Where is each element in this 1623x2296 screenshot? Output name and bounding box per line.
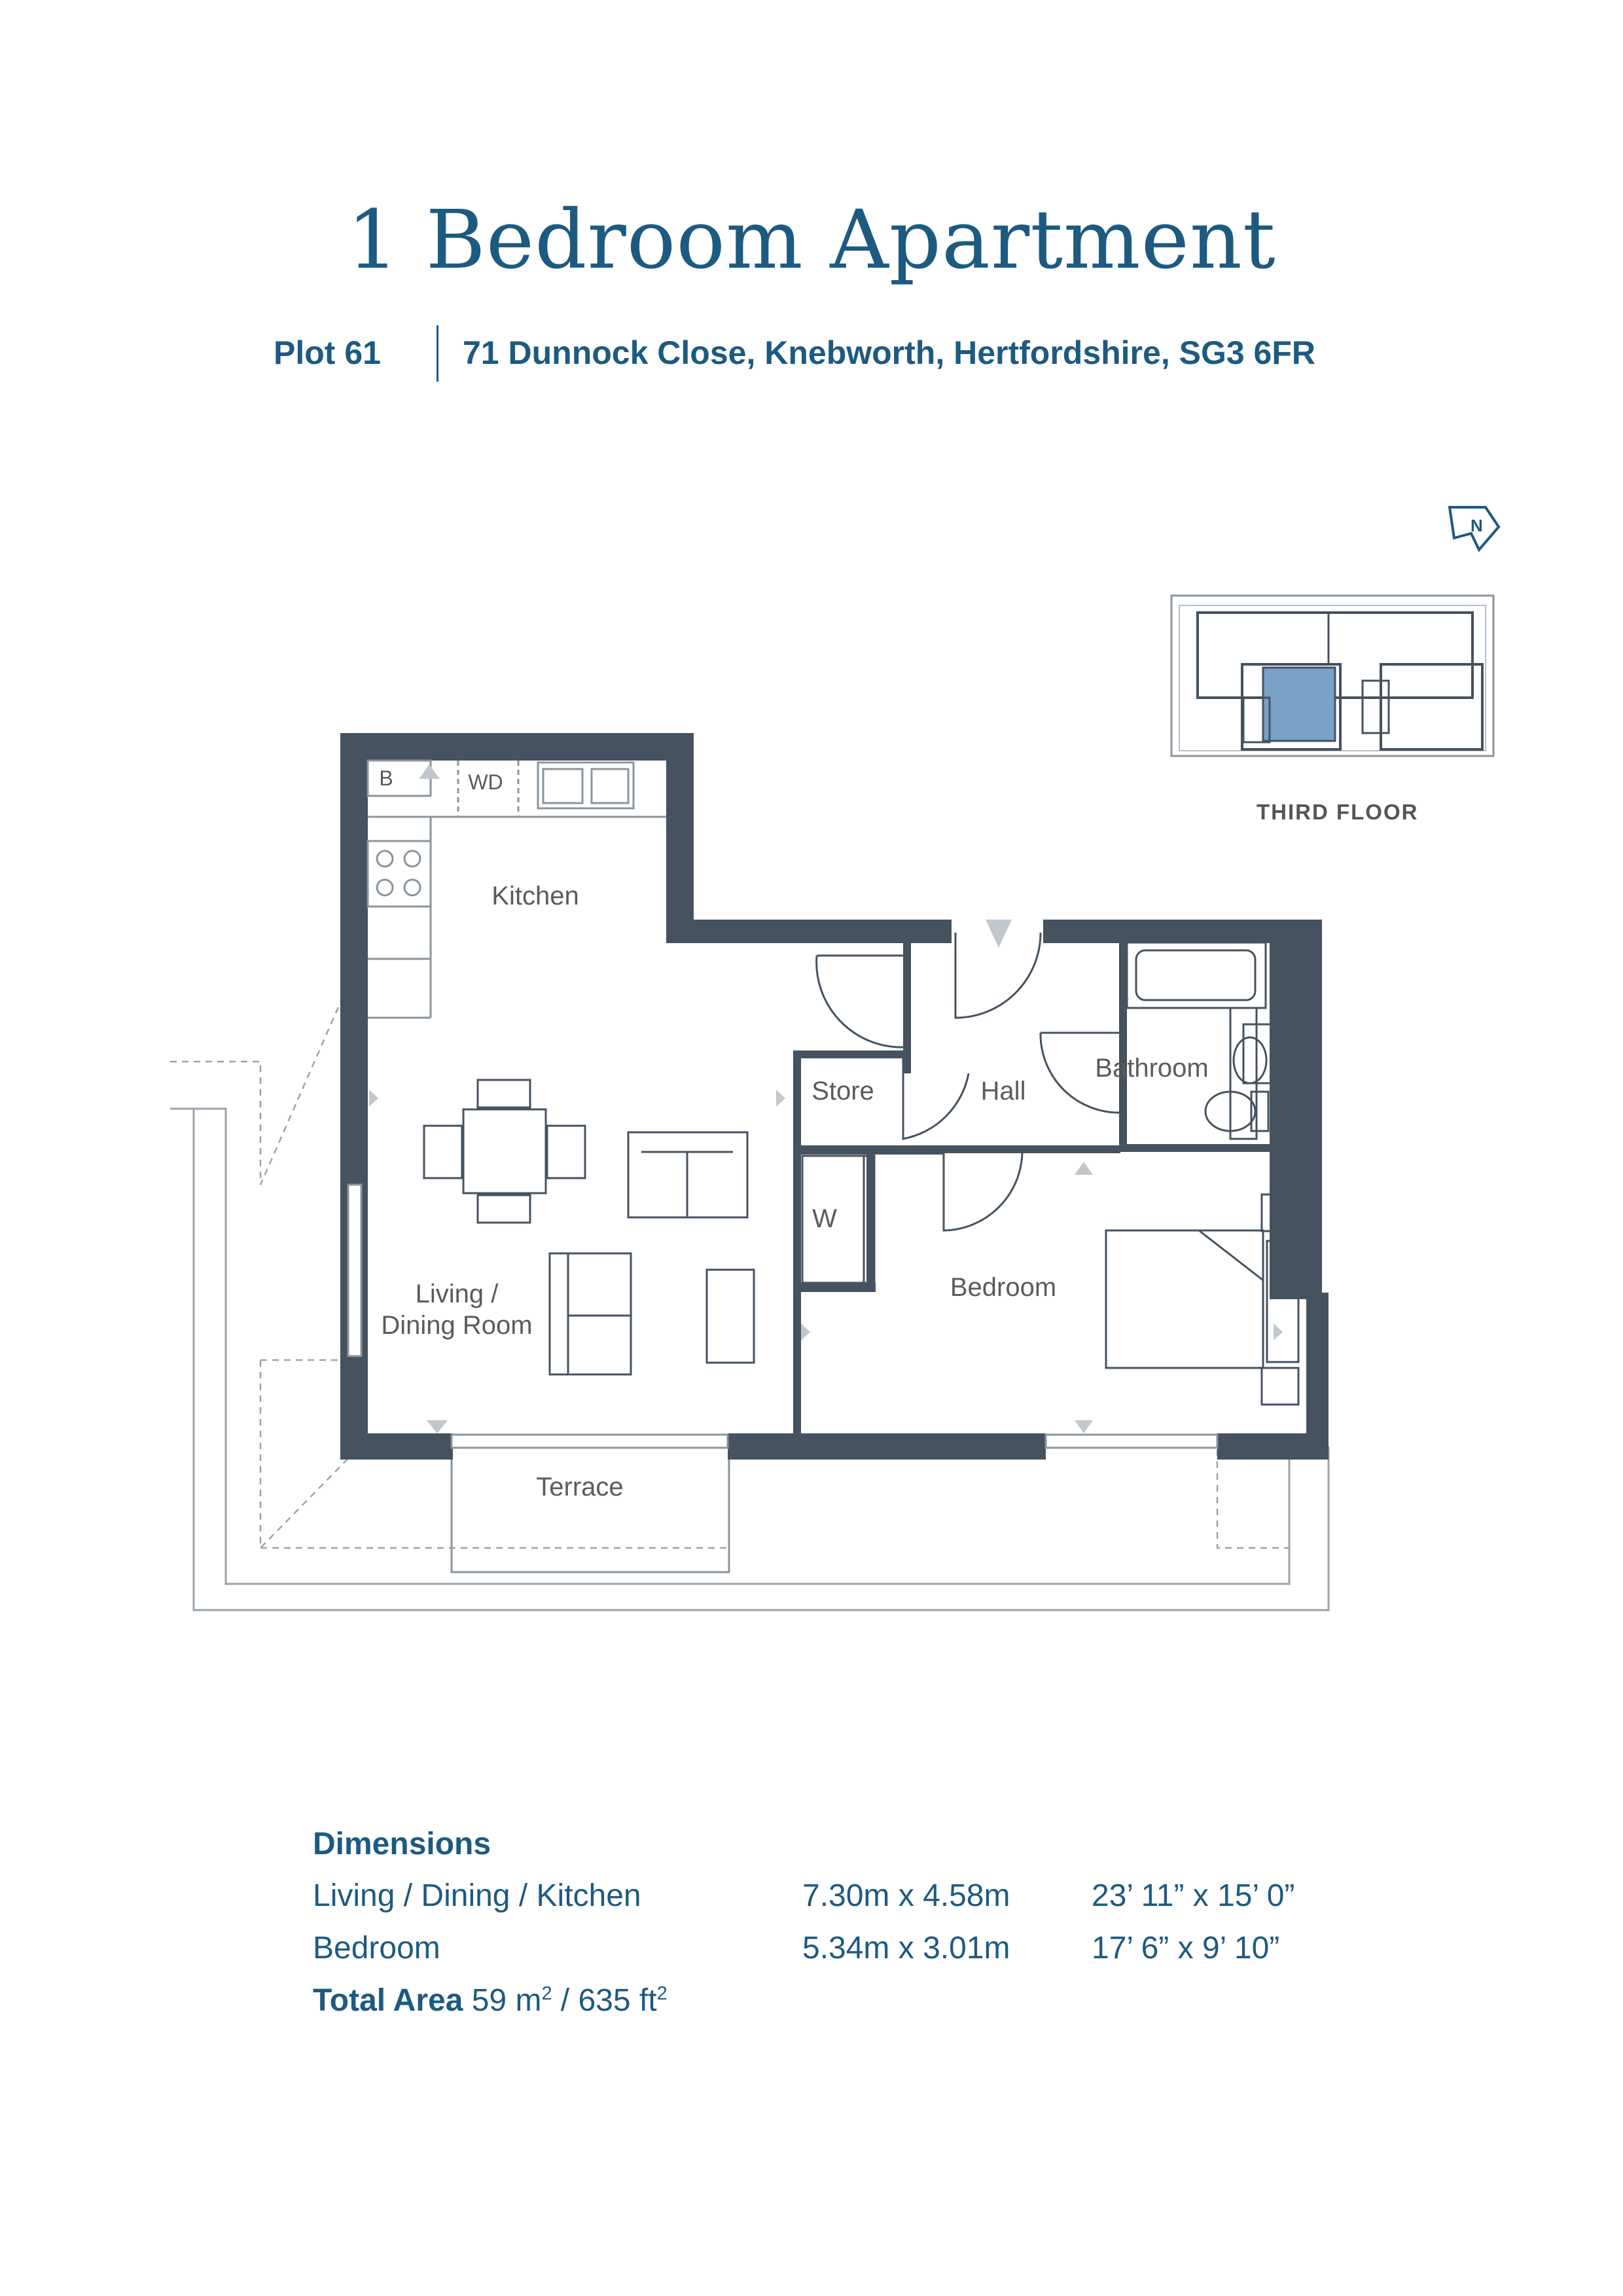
label-wardrobe: W [812,1204,837,1233]
total-area-imperial: 635 ft [578,1983,657,2018]
terrace-dashed [170,965,1289,1551]
walls [340,733,1329,1460]
compass-label: N [1471,516,1483,535]
dimension-room: Bedroom [313,1931,440,1965]
direction-markers [369,764,1283,1433]
plot-number: Plot 61 [274,334,381,371]
dimensions-table: Dimensions Living / Dining / Kitchen 7.3… [313,1826,1294,2018]
dining-table [423,1079,586,1224]
label-terrace: Terrace [536,1473,623,1501]
total-area: Total Area 59 m2 / 635 ft2 [313,1982,668,2018]
bed [1105,1193,1300,1406]
doors [815,932,1120,1232]
divider [437,325,438,382]
address: 71 Dunnock Close, Knebworth, Hertfordshi… [463,334,1316,371]
total-area-metric: 59 m [471,1983,542,2018]
label-living-1: Living / [416,1280,499,1308]
hob [376,850,421,897]
label-bedroom: Bedroom [950,1273,1056,1302]
dimension-room: Living / Dining / Kitchen [313,1878,641,1913]
dimension-metric: 7.30m x 4.58m [802,1878,1010,1913]
key-plan-label: THIRD FLOOR [1257,800,1419,824]
label-kitchen: Kitchen [491,882,579,910]
bathroom-fixtures [1126,941,1284,1140]
dimension-metric: 5.34m x 3.01m [802,1931,1010,1965]
label-hall: Hall [981,1077,1026,1105]
sup-imperial: 2 [656,1983,668,2004]
dimensions-heading: Dimensions [313,1827,491,1861]
key-plan [1170,594,1495,757]
dimension-row: Living / Dining / Kitchen 7.30m x 4.58m … [313,1878,1294,1930]
inner-walls [793,933,1309,1437]
site-outline [170,1107,1330,1611]
label-living-2: Dining Room [381,1311,532,1340]
compass-icon [1448,506,1501,552]
sup-metric: 2 [541,1983,552,2004]
windows [347,1183,1219,1449]
page-title: 1 Bedroom Apartment [347,193,1276,287]
plot-address-line: Plot 61 71 Dunnock Close, Knebworth, Her… [0,325,1623,383]
terrace-area [450,1445,730,1573]
dimension-row: Bedroom 5.34m x 3.01m 17’ 6” x 9’ 10” [313,1930,1279,1982]
total-area-sep: / [552,1983,579,2018]
label-bathroom: Bathroom [1095,1054,1208,1083]
label-washer-dryer: WD [468,770,503,794]
kitchen-fixtures [366,759,666,1019]
dimension-imperial: 17’ 6” x 9’ 10” [1092,1931,1280,1965]
total-area-label: Total Area [313,1983,463,2018]
dimension-imperial: 23’ 11” x 15’ 0” [1092,1878,1295,1913]
label-store: Store [812,1077,874,1105]
label-boiler: B [379,766,393,790]
wardrobe [801,1155,876,1284]
sofa [548,1131,755,1376]
